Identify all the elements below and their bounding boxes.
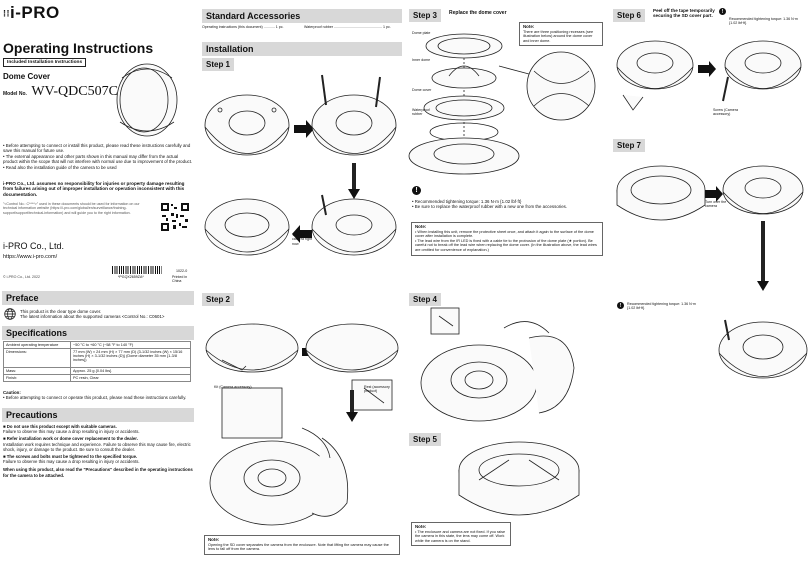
installation-note: Note: Opening the SD cover separates the… <box>204 535 400 555</box>
table-row: Finish:PC resin, Clear <box>3 374 191 382</box>
spec-table: Ambient operating temperature−50 °C to +… <box>3 341 191 382</box>
preface-text: This product is the clear type dome cove… <box>20 309 165 320</box>
specifications-header: Specifications <box>2 326 194 340</box>
warning-icon: ! <box>719 8 726 15</box>
table-row: Dimensions:77 mm (W) × 24 mm (H) × 77 mm… <box>3 348 191 368</box>
step3-note: Note: There are three positioning recess… <box>519 22 603 47</box>
barcode-text: *PGQX2659ZA* <box>118 275 144 279</box>
column-installation: Standard Accessories Operating instructi… <box>202 0 402 567</box>
precautions-header: Precautions <box>2 408 194 422</box>
accessories-header: Standard Accessories <box>202 9 402 23</box>
print-code: 1022-0 <box>176 269 188 273</box>
column-cover: ⁞⁞i-PRO Operating Instructions Included … <box>0 0 196 567</box>
part-label-inner-dome: Inner dome <box>412 58 431 62</box>
precautions-list: ■ Do not use this product except with su… <box>3 424 193 478</box>
copyright: © i-PRO Co., Ltd. 2022 <box>3 275 41 279</box>
bullet-item: • Read also the installation guide of th… <box>3 164 117 170</box>
step-6-label: Step 6 <box>613 9 646 22</box>
step4-illustration <box>420 307 575 422</box>
included-badge: Included Installation Instructions <box>3 58 87 67</box>
list-item: ■ The screws and bolts must be tightened… <box>3 454 140 465</box>
step5-note: Note: • The enclosure and camera are not… <box>411 522 511 547</box>
control-number-note: "<Control No.: C****>" used in these doc… <box>3 202 140 215</box>
cover-bullets: • Before attempting to connect or instal… <box>3 143 193 170</box>
model-number-row: Model No. WV-QDC507C <box>3 82 118 100</box>
list-item: ■ Do not use this product except with su… <box>3 424 140 435</box>
step3-torque: • Recommended tightening torque: 1.36 N·… <box>412 199 568 210</box>
step-3-title: Replace the dome cover <box>449 10 507 16</box>
model-number: WV-QDC507C <box>31 84 118 99</box>
installation-header: Installation <box>202 42 402 56</box>
column-steps-6-7: Step 6 Peel off the tape temporarily sec… <box>613 0 808 567</box>
page-title: Operating Instructions <box>3 40 154 56</box>
product-type: Dome Cover <box>3 72 51 81</box>
barcode <box>112 266 162 274</box>
step7-torque: Recommended tightening torque: 1.36 N·m … <box>627 302 696 311</box>
kit-label: Kit (Camera accessory) <box>214 385 252 389</box>
globe-icon <box>4 308 16 320</box>
list-item: ■ Refer installation work or dome cover … <box>3 436 191 452</box>
turn-camera-label: Turn the camera right now <box>292 233 312 246</box>
accessory-item: Waterproof rubber ......................… <box>304 25 391 29</box>
step6-torque: Recommended tightening torque: 1.36 N·m … <box>729 17 798 26</box>
part-label-dome-cover: Dome cover <box>412 88 432 92</box>
part-label-waterproof-rubber: Waterproof rubber <box>412 108 430 117</box>
table-row: Mass:Approx. 25 g {0.04 lbs} <box>3 367 191 375</box>
step-1-label: Step 1 <box>202 58 235 71</box>
model-label: Model No. <box>3 91 27 97</box>
step-2-label: Step 2 <box>202 293 235 306</box>
column-step3: Step 3 Replace the dome cover Dome plate… <box>408 0 604 567</box>
step3-note-2: Note: • When installing this unit, remov… <box>411 222 603 256</box>
step5-illustration <box>458 441 580 516</box>
logo-dots-icon: ⁞⁞ <box>3 8 10 19</box>
precautions-footer: When using this product, also read the "… <box>3 467 193 478</box>
warning-icon: ! <box>617 302 624 309</box>
caution-block: Caution: • Before attempting to connect … <box>3 390 187 401</box>
step-4-label: Step 4 <box>409 293 442 306</box>
bullet-item: • Before attempting to connect or instal… <box>3 143 191 154</box>
qr-code-icon <box>160 202 190 232</box>
accessory-item: Operating instructions (this document) .… <box>202 25 284 29</box>
table-row: Ambient operating temperature−50 °C to +… <box>3 341 191 349</box>
step-3-label: Step 3 <box>409 9 442 22</box>
company-name: i-PRO Co., Ltd. <box>3 241 65 251</box>
spec-table-wrap: Ambient operating temperature−50 °C to +… <box>3 341 191 382</box>
warning-icon: ! <box>412 186 421 195</box>
disclaimer: i-PRO Co., Ltd. assumes no responsibilit… <box>3 181 185 197</box>
rest-label: Rest (accessory product) <box>364 385 390 394</box>
printed-in: Printed in China <box>172 275 188 284</box>
step-5-label: Step 5 <box>409 433 442 446</box>
dome-cover-illustration <box>116 63 178 137</box>
exploded-view-illustration <box>408 33 596 175</box>
step2-camera-illustration <box>205 323 399 526</box>
preface-header: Preface <box>2 291 194 305</box>
step6-illustration <box>616 40 802 111</box>
bullet-item: • The external appearance and other part… <box>3 153 193 165</box>
brand-logo: ⁞⁞i-PRO <box>3 3 60 22</box>
screw-label: Screw (Camera accessory) <box>713 108 738 117</box>
company-url: https://www.i-pro.com/ <box>3 254 58 260</box>
turn-over-label: Turn over the camera <box>705 200 727 209</box>
step-6-title: Peel off the tape temporarily securing t… <box>653 8 715 19</box>
step7-illustration <box>616 165 808 379</box>
part-label-dome-plate: Dome plate <box>412 31 431 35</box>
step-7-label: Step 7 <box>613 139 646 152</box>
step1-camera-illustration <box>204 74 397 256</box>
